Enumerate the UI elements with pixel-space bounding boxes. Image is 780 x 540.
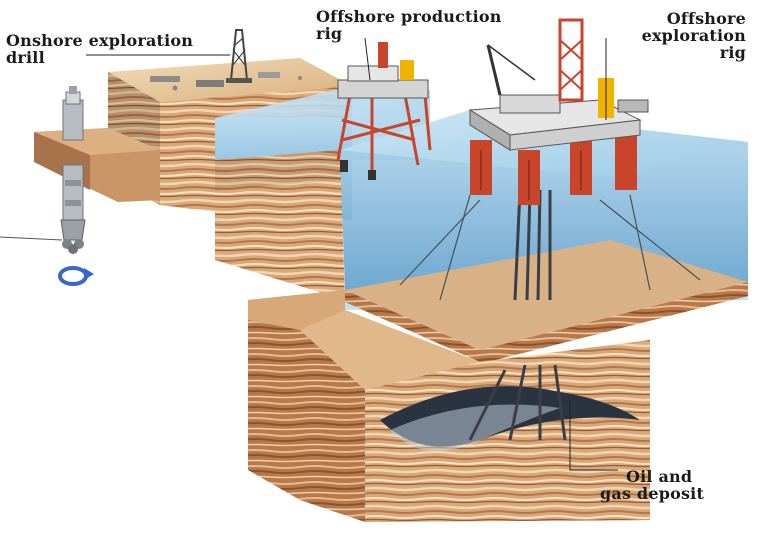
drill-column [34,86,160,221]
production-platform-icon [336,42,432,180]
rotation-arrow-icon [58,266,94,286]
label-onshore-line1: Onshore exploration [6,31,194,50]
label-onshore-line2: drill [6,48,45,67]
exploration-platform-icon [468,18,649,205]
label-oil-gas-deposit: Oil and gas deposit [600,468,704,502]
label-deposit-line2: gas deposit [600,484,705,503]
label-deposit-line1: Oil and [626,467,693,486]
label-exploration-line3: rig [719,43,746,62]
leader-lines [86,37,618,471]
label-onshore-exploration-drill: Onshore exploration drill [6,32,193,66]
label-exploration-line2: exploration [641,26,746,45]
label-production-line2: rig [316,24,343,43]
mooring-lines [399,194,701,301]
label-exploration-line1: Offshore [666,9,746,28]
label-offshore-production-rig: Offshore production rig [316,8,502,42]
onshore-derrick-icon [226,29,252,83]
label-offshore-exploration-rig: Offshore exploration rig [600,10,746,61]
drill-pipes [468,189,567,441]
label-production-line1: Offshore production [316,7,502,26]
deep-sea-block [340,110,748,364]
drill-bit-icon [60,219,86,254]
